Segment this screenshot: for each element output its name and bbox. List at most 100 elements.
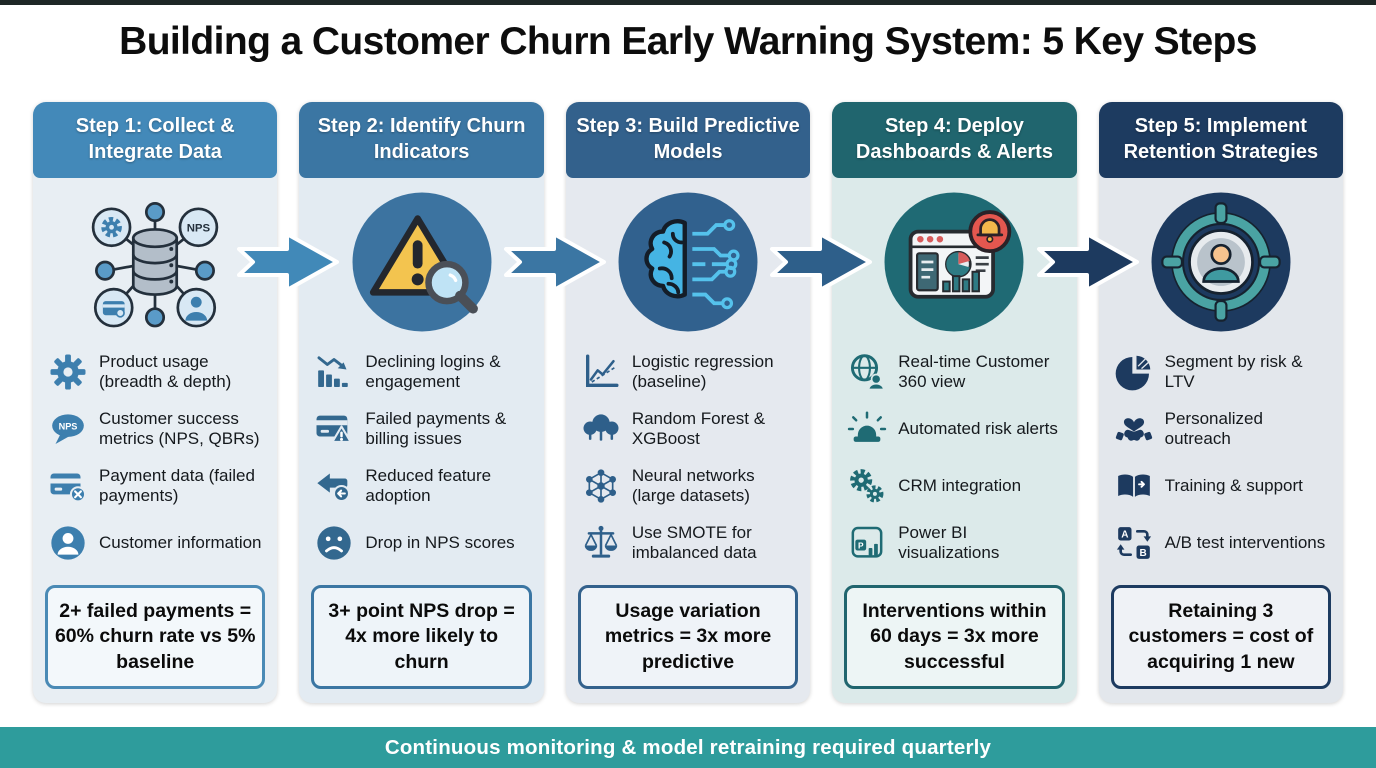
dashboard-alert-icon: [832, 178, 1076, 346]
step-header: Step 2: Identify Churn Indicators: [299, 102, 544, 178]
nps-chat-icon: NPS: [48, 409, 88, 449]
list-item-label: Customer information: [99, 532, 262, 552]
stat-text: 3+ point NPS drop = 4x more likely to ch…: [328, 599, 515, 673]
list-item: Neural networks (large datasets): [581, 464, 800, 508]
list-item-label: Payment data (failed payments): [99, 465, 255, 505]
list-item: Personalized outreach: [1114, 407, 1333, 451]
list-item: Random Forest & XGBoost: [581, 407, 800, 451]
step-header: Step 5: Implement Retention Strategies: [1098, 102, 1344, 178]
reduced-adoption-icon: [314, 466, 354, 506]
list-item-label: Drop in NPS scores: [365, 532, 515, 552]
customer-360-icon: [847, 352, 887, 392]
page-title: Building a Customer Churn Early Warning …: [119, 20, 1257, 63]
training-book-icon: [1114, 466, 1154, 506]
stat-text: 2+ failed payments = 60% churn rate vs 5…: [54, 599, 256, 673]
list-item: CRM integration: [847, 464, 1066, 508]
warning-magnifier-icon: [299, 178, 543, 346]
stat-callout: Retaining 3 customers = cost of acquirin…: [1110, 584, 1332, 689]
list-item: Logistic regression (baseline): [581, 350, 800, 394]
list-item: Use SMOTE for imbalanced data: [581, 521, 800, 565]
list-item: Reduced feature adoption: [314, 464, 533, 508]
step-header-label: Step 5: Implement Retention Strategies: [1123, 115, 1319, 163]
gear-icon: [48, 352, 88, 392]
footer-banner: Continuous monitoring & model retraining…: [0, 727, 1376, 768]
list-item-label: Customer success metrics (NPS, QBRs): [99, 408, 260, 448]
random-forest-icon: [581, 409, 621, 449]
list-item: Product usage (breadth & depth): [48, 350, 267, 394]
list-item-label: Failed payments & billing issues: [365, 408, 507, 448]
stat-callout: Usage variation metrics = 3x more predic…: [577, 584, 799, 689]
flow-arrow-icon: [766, 229, 876, 295]
list-item-label: Logistic regression (baseline): [631, 351, 774, 391]
list-item: Declining logins & engagement: [314, 350, 533, 394]
step-header-label: Step 3: Build Predictive Models: [576, 115, 800, 163]
step-column-3: Step 3: Build Predictive Models Logistic…: [565, 102, 811, 703]
risk-alert-icon: [847, 409, 887, 449]
step-header-label: Step 1: Collect & Integrate Data: [75, 115, 235, 163]
billing-warning-icon: [314, 409, 354, 449]
list-item: Real-time Customer 360 view: [847, 350, 1066, 394]
list-item: Failed payments & billing issues: [314, 407, 533, 451]
svg-text:NPS: NPS: [59, 421, 78, 431]
list-item: Automated risk alerts: [847, 407, 1066, 451]
step-header: Step 1: Collect & Integrate Data: [33, 102, 278, 178]
step-column-5: Step 5: Implement Retention Strategies S…: [1098, 102, 1344, 703]
list-item-label: A/B test interventions: [1164, 532, 1326, 552]
list-item-label: Reduced feature adoption: [365, 465, 492, 505]
stat-callout: 3+ point NPS drop = 4x more likely to ch…: [311, 584, 532, 689]
footer-text: Continuous monitoring & model retraining…: [384, 735, 992, 759]
flow-arrow-icon: [500, 229, 610, 295]
list-item: Payment data (failed payments): [48, 464, 267, 508]
stat-callout: 2+ failed payments = 60% churn rate vs 5…: [45, 584, 266, 689]
list-item-label: Personalized outreach: [1164, 408, 1263, 448]
step-header-label: Step 2: Identify Churn Indicators: [317, 115, 526, 163]
step-column-1: Step 1: Collect & Integrate Data NPS Pro…: [33, 102, 278, 703]
svg-text:A: A: [1121, 530, 1128, 541]
step-column-4: Step 4: Deploy Dashboards & Alerts Real-…: [832, 102, 1077, 703]
list-item: Drop in NPS scores: [314, 521, 533, 565]
stat-text: Retaining 3 customers = cost of acquirin…: [1128, 599, 1314, 673]
step-header: Step 3: Build Predictive Models: [565, 102, 811, 178]
top-border: [0, 0, 1376, 5]
balance-scale-icon: [581, 523, 621, 563]
list-item-label: CRM integration: [898, 475, 1022, 495]
list-item-label: Real-time Customer 360 view: [898, 351, 1050, 391]
step-header-label: Step 4: Deploy Dashboards & Alerts: [855, 115, 1053, 163]
card-declined-icon: [48, 466, 88, 506]
regression-chart-icon: [581, 352, 621, 392]
list-item-label: Training & support: [1164, 475, 1303, 495]
user-icon: [48, 523, 88, 563]
list-item-label: Product usage (breadth & depth): [99, 351, 232, 391]
svg-text:B: B: [1139, 548, 1146, 559]
list-item-label: Use SMOTE for imbalanced data: [631, 522, 757, 562]
step-items: Segment by risk & LTV Personalized outrea…: [1099, 346, 1343, 578]
neural-network-icon: [581, 466, 621, 506]
stat-text: Interventions within 60 days = 3x more s…: [862, 599, 1047, 673]
step-items: Logistic regression (baseline) Random For…: [566, 346, 810, 578]
list-item: NPS Customer success metrics (NPS, QBRs): [48, 407, 267, 451]
declining-chart-icon: [314, 352, 354, 392]
flow-arrow-icon: [233, 229, 343, 295]
data-sources-hub-icon: NPS: [33, 178, 277, 346]
sad-face-icon: [314, 523, 354, 563]
list-item-label: Neural networks (large datasets): [631, 465, 755, 505]
step-column-2: Step 2: Identify Churn Indicators Declin…: [299, 102, 544, 703]
pie-segment-icon: [1114, 352, 1154, 392]
flow-arrow-icon: [1033, 229, 1143, 295]
list-item-label: Declining logins & engagement: [365, 351, 501, 391]
brain-circuit-icon: [566, 178, 810, 346]
list-item-label: Power BI visualizations: [898, 522, 1000, 562]
steps-row: Step 1: Collect & Integrate Data NPS Pro…: [33, 102, 1344, 703]
list-item: Segment by risk & LTV: [1114, 350, 1333, 394]
target-customer-icon: [1099, 178, 1343, 346]
crm-gears-icon: [847, 466, 887, 506]
step-header: Step 4: Deploy Dashboards & Alerts: [832, 102, 1077, 178]
list-item: Training & support: [1114, 464, 1333, 508]
list-item: Customer information: [48, 521, 267, 565]
stat-callout: Interventions within 60 days = 3x more s…: [844, 584, 1065, 689]
stat-text: Usage variation metrics = 3x more predic…: [604, 599, 772, 673]
